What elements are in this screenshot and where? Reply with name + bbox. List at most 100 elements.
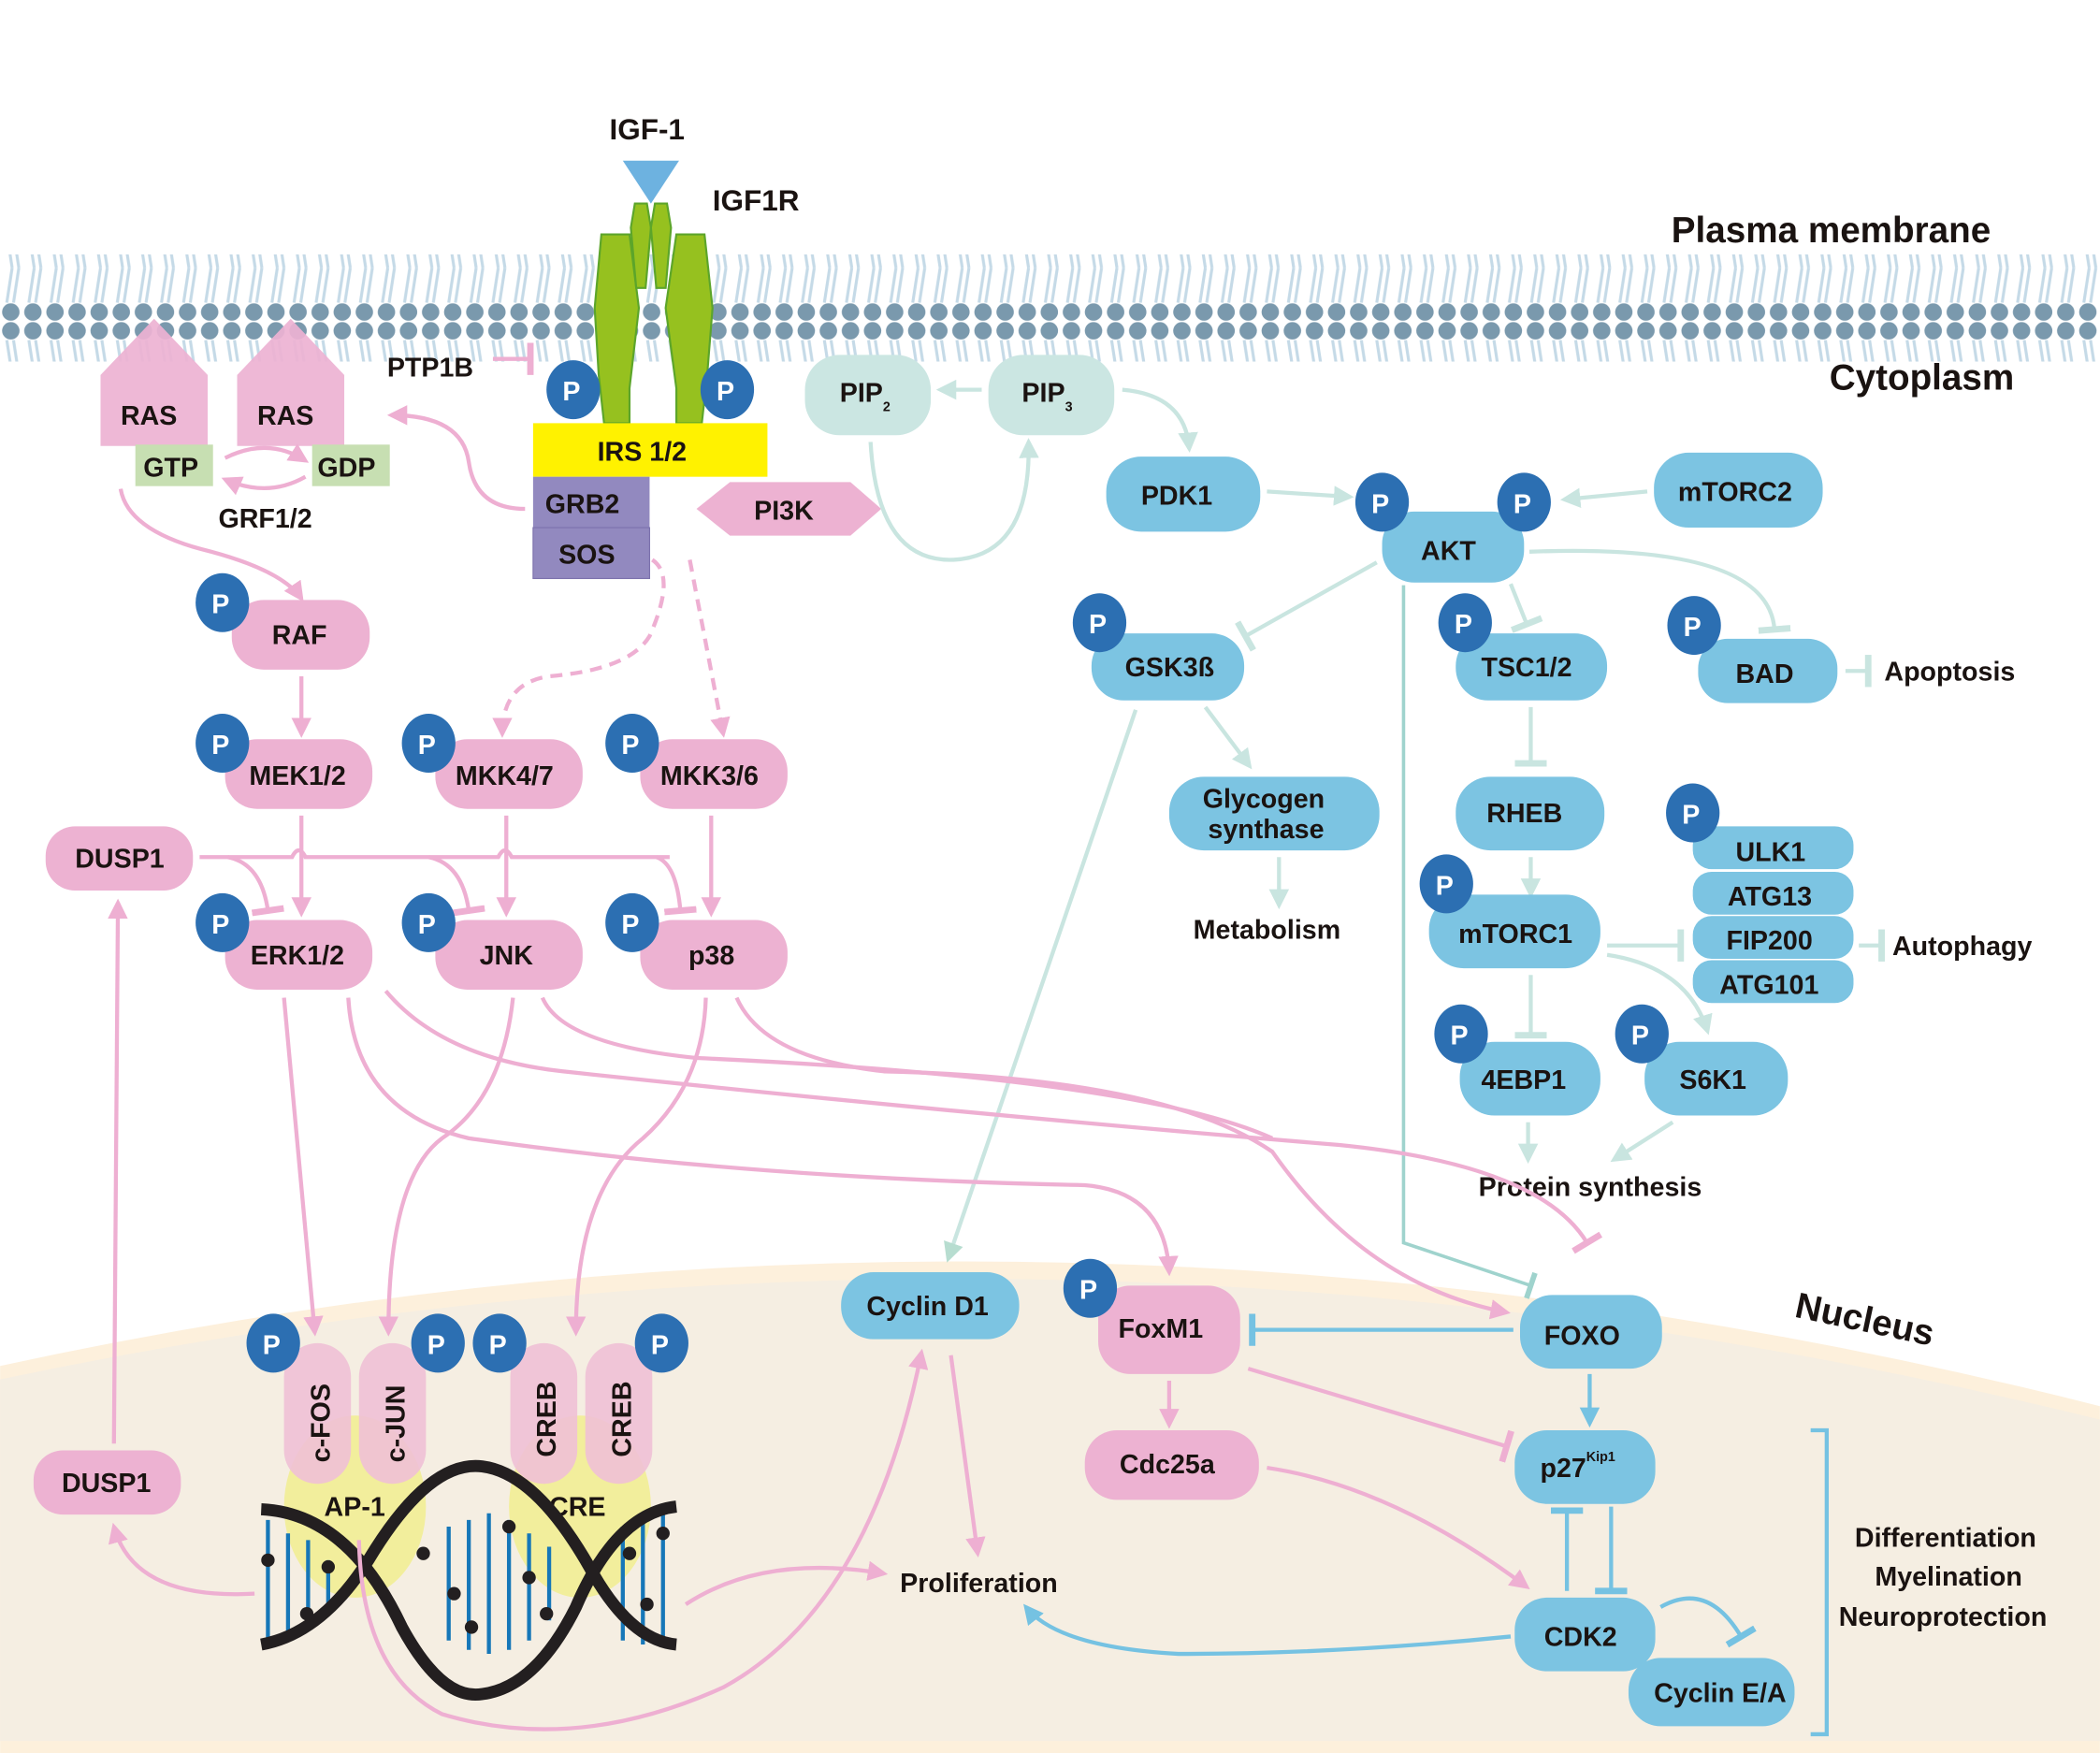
svg-text:P: P: [1455, 610, 1472, 640]
pdk1-to-akt-arrow: [1267, 485, 1354, 506]
protein-synthesis-label: Protein synthesis: [1479, 1172, 1702, 1202]
svg-text:P: P: [427, 1330, 445, 1360]
jnk-to-foxo-line: [540, 996, 1274, 1140]
igf1-ligand-icon: [622, 160, 679, 204]
erk-to-foxm1-arrow: [346, 997, 1179, 1277]
svg-text:P: P: [1089, 610, 1107, 640]
gsk3b-node: [1091, 633, 1245, 701]
dusp1-inhibits-jnk: [427, 855, 485, 917]
cyclin-ea-node: [1628, 1658, 1795, 1727]
svg-text:P: P: [651, 1330, 669, 1360]
atg101-label: ATG101: [1719, 970, 1818, 1000]
dusp1-feedback-arrow: [108, 898, 128, 1444]
svg-text:P: P: [1513, 489, 1531, 519]
mkk36-label: MKK3/6: [660, 761, 759, 791]
mkk47-label: MKK4/7: [456, 761, 554, 791]
svg-text:P: P: [1436, 871, 1454, 901]
p38-to-creb-arrow: [565, 997, 708, 1337]
mtorc2-to-akt-arrow: [1559, 487, 1648, 509]
pip3-to-pdk1-arrow: [1122, 387, 1198, 453]
4ebp1-node: [1459, 1041, 1600, 1116]
gdp-to-gtp-arrow: [221, 474, 307, 496]
cfos-node: [283, 1342, 352, 1485]
jnk-label: JNK: [480, 941, 534, 971]
svg-text:P: P: [263, 1330, 281, 1360]
proliferation-label: Proliferation: [900, 1569, 1058, 1599]
tsc-node: [1456, 633, 1608, 701]
pdk1-node: [1106, 456, 1261, 532]
dusp1-inhibits-erk: [226, 855, 284, 917]
plasma-membrane: [0, 254, 2100, 362]
grb2-to-ptp1b-arrow: [386, 405, 526, 512]
sos-to-mkk36-dashed: [688, 559, 731, 738]
plasma-membrane-label: Plasma membrane: [1672, 210, 1991, 251]
ulk1-label: ULK1: [1735, 838, 1805, 868]
glycogen-synthase-node: [1168, 776, 1380, 851]
receptor-phospho-right: P: [700, 360, 755, 420]
atg13-label: ATG13: [1728, 882, 1812, 912]
cytoplasm-label: Cytoplasm: [1830, 358, 2015, 398]
gtp-box: [135, 444, 213, 486]
cjun-node: [358, 1342, 427, 1485]
mtorc2-label: mTORC2: [1678, 477, 1792, 507]
svg-text:P: P: [211, 910, 229, 940]
pdk1-label: PDK1: [1141, 482, 1212, 512]
svg-text:P: P: [1631, 1021, 1649, 1051]
glycogen-label-2: synthase: [1208, 815, 1324, 845]
cyclin-ea-label: Cyclin E/A: [1654, 1679, 1787, 1709]
creb-node-2: [585, 1342, 653, 1485]
foxm1-phospho: P: [1063, 1258, 1118, 1318]
pi3k-node: [696, 482, 882, 536]
creb-label-2: CREB: [607, 1382, 637, 1457]
cdk2-to-proliferation-arrow: [1023, 1603, 1512, 1657]
erk-phospho: P: [196, 892, 250, 952]
p38-label: p38: [688, 941, 734, 971]
ptp1b-label: PTP1B: [387, 353, 473, 383]
svg-text:P: P: [418, 731, 436, 761]
svg-text:P: P: [418, 910, 436, 940]
cdk2-node: [1514, 1597, 1656, 1672]
sos-label: SOS: [558, 541, 615, 571]
cjun-phospho: P: [411, 1313, 465, 1373]
akt-to-foxo-line: [1401, 585, 1538, 1299]
pip2-node: [804, 355, 932, 436]
mkk36-phospho: P: [605, 714, 659, 774]
ulk1-phospho: P: [1666, 783, 1720, 843]
ulk1-complex: [1692, 826, 1854, 1004]
jnk-node: [435, 920, 583, 990]
dusp1-inhibits-p38: [655, 855, 697, 916]
bad-label: BAD: [1735, 659, 1793, 689]
irs-label: IRS 1/2: [598, 437, 687, 467]
mek-node: [224, 739, 373, 809]
akt-phospho-2: P: [1497, 472, 1551, 532]
mtorc1-node: [1428, 894, 1600, 969]
pip3-label: PIP3: [1021, 378, 1072, 414]
mtorc1-to-s6k1-arrow: [1606, 952, 1713, 1036]
outcome-myelination: Myelination: [1875, 1562, 2021, 1592]
akt-inhibits-bad: [1528, 548, 1791, 634]
mtorc1-label: mTORC1: [1458, 920, 1572, 949]
cdc25a-label: Cdc25a: [1120, 1450, 1216, 1480]
dusp1-top-label: DUSP1: [75, 845, 165, 875]
dna-helix-icon: [260, 1459, 678, 1702]
svg-text:P: P: [1684, 613, 1702, 643]
creb-node-1: [510, 1342, 578, 1485]
foxm1-label: FoxM1: [1119, 1314, 1204, 1344]
creb-label-1: CREB: [532, 1382, 562, 1457]
cyclind1-to-proliferation-arrow: [949, 1355, 986, 1557]
tsc-label: TSC1/2: [1481, 653, 1571, 683]
grf12-label: GRF1/2: [218, 504, 311, 534]
s6k1-to-protein-arrow: [1610, 1120, 1674, 1163]
bad-node: [1698, 638, 1838, 703]
cyclin-d1-node: [841, 1272, 1020, 1340]
apoptosis-label: Apoptosis: [1884, 657, 2015, 687]
fip200-label: FIP200: [1726, 926, 1812, 956]
s6k1-label: S6K1: [1679, 1065, 1746, 1095]
ras-node-2: [237, 318, 345, 446]
s6k1-node: [1644, 1041, 1789, 1116]
dusp1-top-node: [45, 826, 194, 891]
cfos-label: c-FOS: [306, 1384, 336, 1462]
4ebp1-label: 4EBP1: [1481, 1065, 1566, 1095]
autophagy-label: Autophagy: [1892, 932, 2033, 962]
